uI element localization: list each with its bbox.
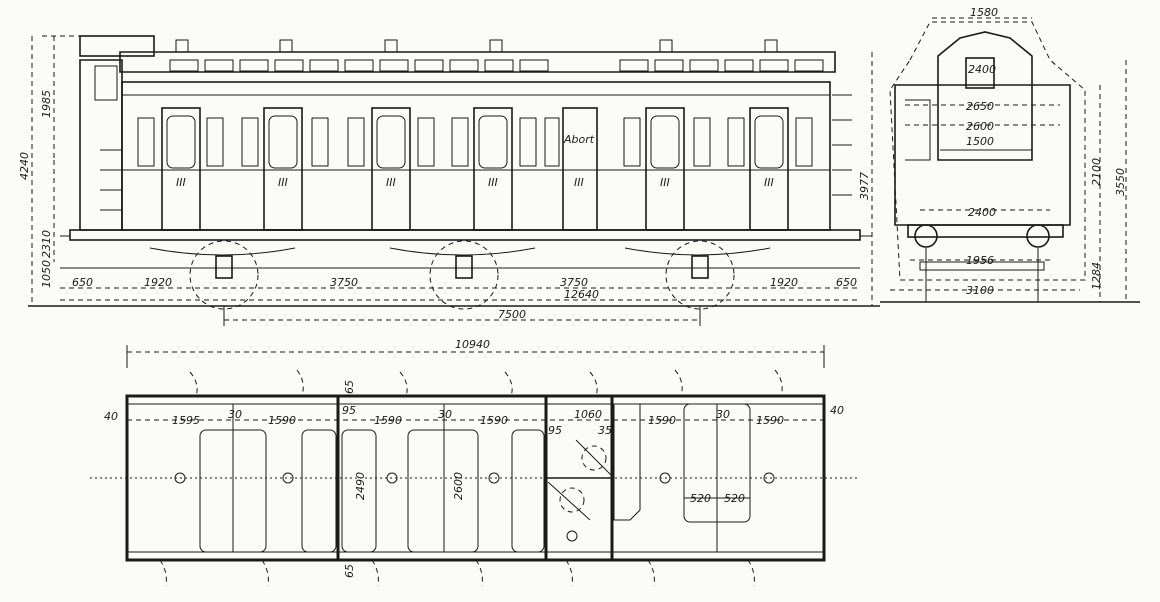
dim-seat-a: 520 [690,492,711,505]
dim-width-mid: 2600 [966,120,994,133]
dim-right-margin: 40 [830,404,844,417]
class-mark-5: III [574,176,584,189]
class-mark-4: III [488,176,498,189]
end-view: 1580 2400 2650 2600 1500 2400 2100 3550 … [880,6,1140,303]
dim-gap2: 30 [438,408,452,421]
dim-comp2: 1590 [268,414,296,427]
dim-wheelbase-b: 3750 [560,276,588,289]
side-windows [137,117,813,167]
toilet-label: Abort [563,133,595,146]
dim-wheelbase-a: 3750 [330,276,358,289]
dim-overhang-right: 1920 [770,276,798,289]
dim-left-margin: 40 [104,410,118,423]
dim-comp3: 1590 [374,414,402,427]
dim-total-height: 4240 [18,152,31,180]
clerestory-windows [169,59,824,72]
dim-comp4: 1590 [480,414,508,427]
dim-buffer-width: 3100 [966,284,994,297]
side-elevation: Abort III III III III III III III 4240 1… [18,35,880,326]
dim-top-wall: 65 [343,380,356,394]
dim-lantern-width: 1580 [970,6,998,19]
class-mark-6: III [660,176,670,189]
dim-toilet-wall: 35 [598,424,612,437]
dim-width-a: 2490 [354,472,367,500]
dim-end-right: 650 [836,276,857,289]
dim-frame-width: 2400 [968,206,996,219]
dim-lower-height: 2310 [40,230,53,258]
end-steps [100,94,852,211]
class-mark-1: III [176,176,186,189]
dim-comp6: 1590 [756,414,784,427]
dim-upper-window: 2400 [968,63,996,76]
dim-plan-overall: 10940 [455,338,490,351]
dim-lantern-lower: 1500 [966,135,994,148]
dim-wall-b: 95 [548,424,562,437]
dim-total-height-end: 3550 [1114,168,1127,196]
lamp-circles [174,472,775,542]
dim-toilet: 1060 [574,408,602,421]
dim-width-top: 2650 [966,100,994,113]
dim-bottom-wall: 65 [343,564,356,578]
dim-body-height: 3977 [858,172,871,200]
class-mark-7: III [764,176,774,189]
dim-seat-b: 520 [724,492,745,505]
dim-width-b: 2600 [452,472,465,500]
dim-gap3: 30 [716,408,730,421]
dim-end-left: 650 [72,276,93,289]
dim-height-right: 2100 [1090,158,1103,186]
dim-axle-height: 1284 [1090,262,1103,290]
dim-overall-length: 12640 [564,288,599,301]
door-swings [159,369,783,587]
toilet-fixtures [547,439,613,521]
class-mark-3: III [386,176,396,189]
dim-gap1: 30 [228,408,242,421]
dim-floor-height: 1050 [40,260,53,288]
wheels [189,240,735,310]
roof-vents [175,39,778,53]
dim-track-gauge: 1956 [966,254,994,267]
plan-seats [199,403,751,553]
dim-wall-a: 95 [342,404,356,417]
dim-comp5: 1590 [648,414,676,427]
dim-comp1: 1595 [172,414,200,427]
plan-view: 10940 [90,338,860,587]
dim-overhang-left: 1920 [144,276,172,289]
dim-upper-height: 1985 [40,90,53,118]
dim-total-wheelbase: 7500 [498,308,526,321]
class-mark-2: III [278,176,288,189]
